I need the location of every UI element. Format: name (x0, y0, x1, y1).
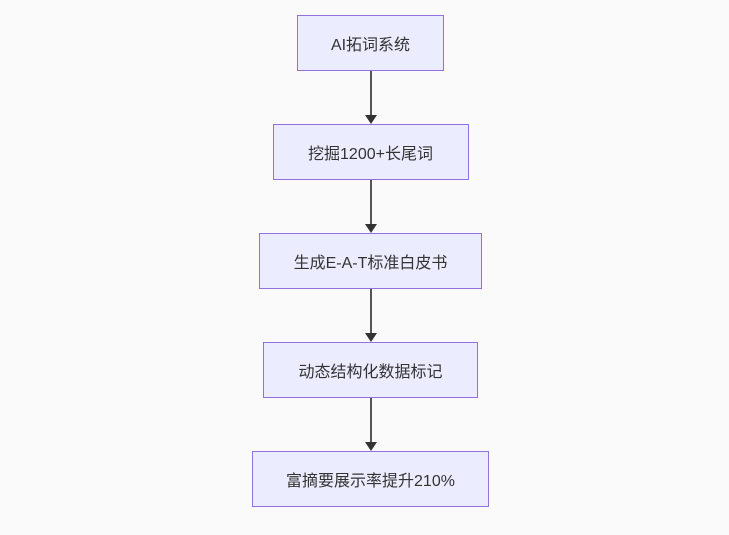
flow-node-label: 动态结构化数据标记 (298, 364, 443, 381)
flow-node-label: 挖掘1200+长尾词 (308, 146, 433, 163)
arrow-line (369, 398, 372, 443)
arrow-head-icon (364, 442, 377, 451)
arrow-head-icon (364, 224, 377, 233)
arrow-connector (364, 71, 377, 124)
flow-node-eat-whitepaper: 生成E-A-T标准白皮书 (259, 233, 482, 289)
flow-node-rich-snippet-result: 富摘要展示率提升210% (252, 451, 489, 507)
arrow-connector (364, 398, 377, 451)
arrow-line (369, 289, 372, 334)
arrow-line (369, 71, 372, 116)
arrow-head-icon (364, 333, 377, 342)
flow-node-label: 生成E-A-T标准白皮书 (293, 255, 448, 272)
arrow-head-icon (364, 115, 377, 124)
arrow-connector (364, 180, 377, 233)
arrow-connector (364, 289, 377, 342)
arrow-line (369, 180, 372, 225)
flowchart-diagram: AI拓词系统 挖掘1200+长尾词 生成E-A-T标准白皮书 动态结构化数据标记… (6, 0, 729, 507)
flow-node-label: AI拓词系统 (330, 37, 411, 54)
flow-node-label: 富摘要展示率提升210% (286, 473, 455, 490)
flow-node-structured-data: 动态结构化数据标记 (263, 342, 478, 398)
flow-node-longtail-mining: 挖掘1200+长尾词 (272, 124, 469, 180)
flow-node-ai-word-system: AI拓词系统 (297, 15, 444, 71)
